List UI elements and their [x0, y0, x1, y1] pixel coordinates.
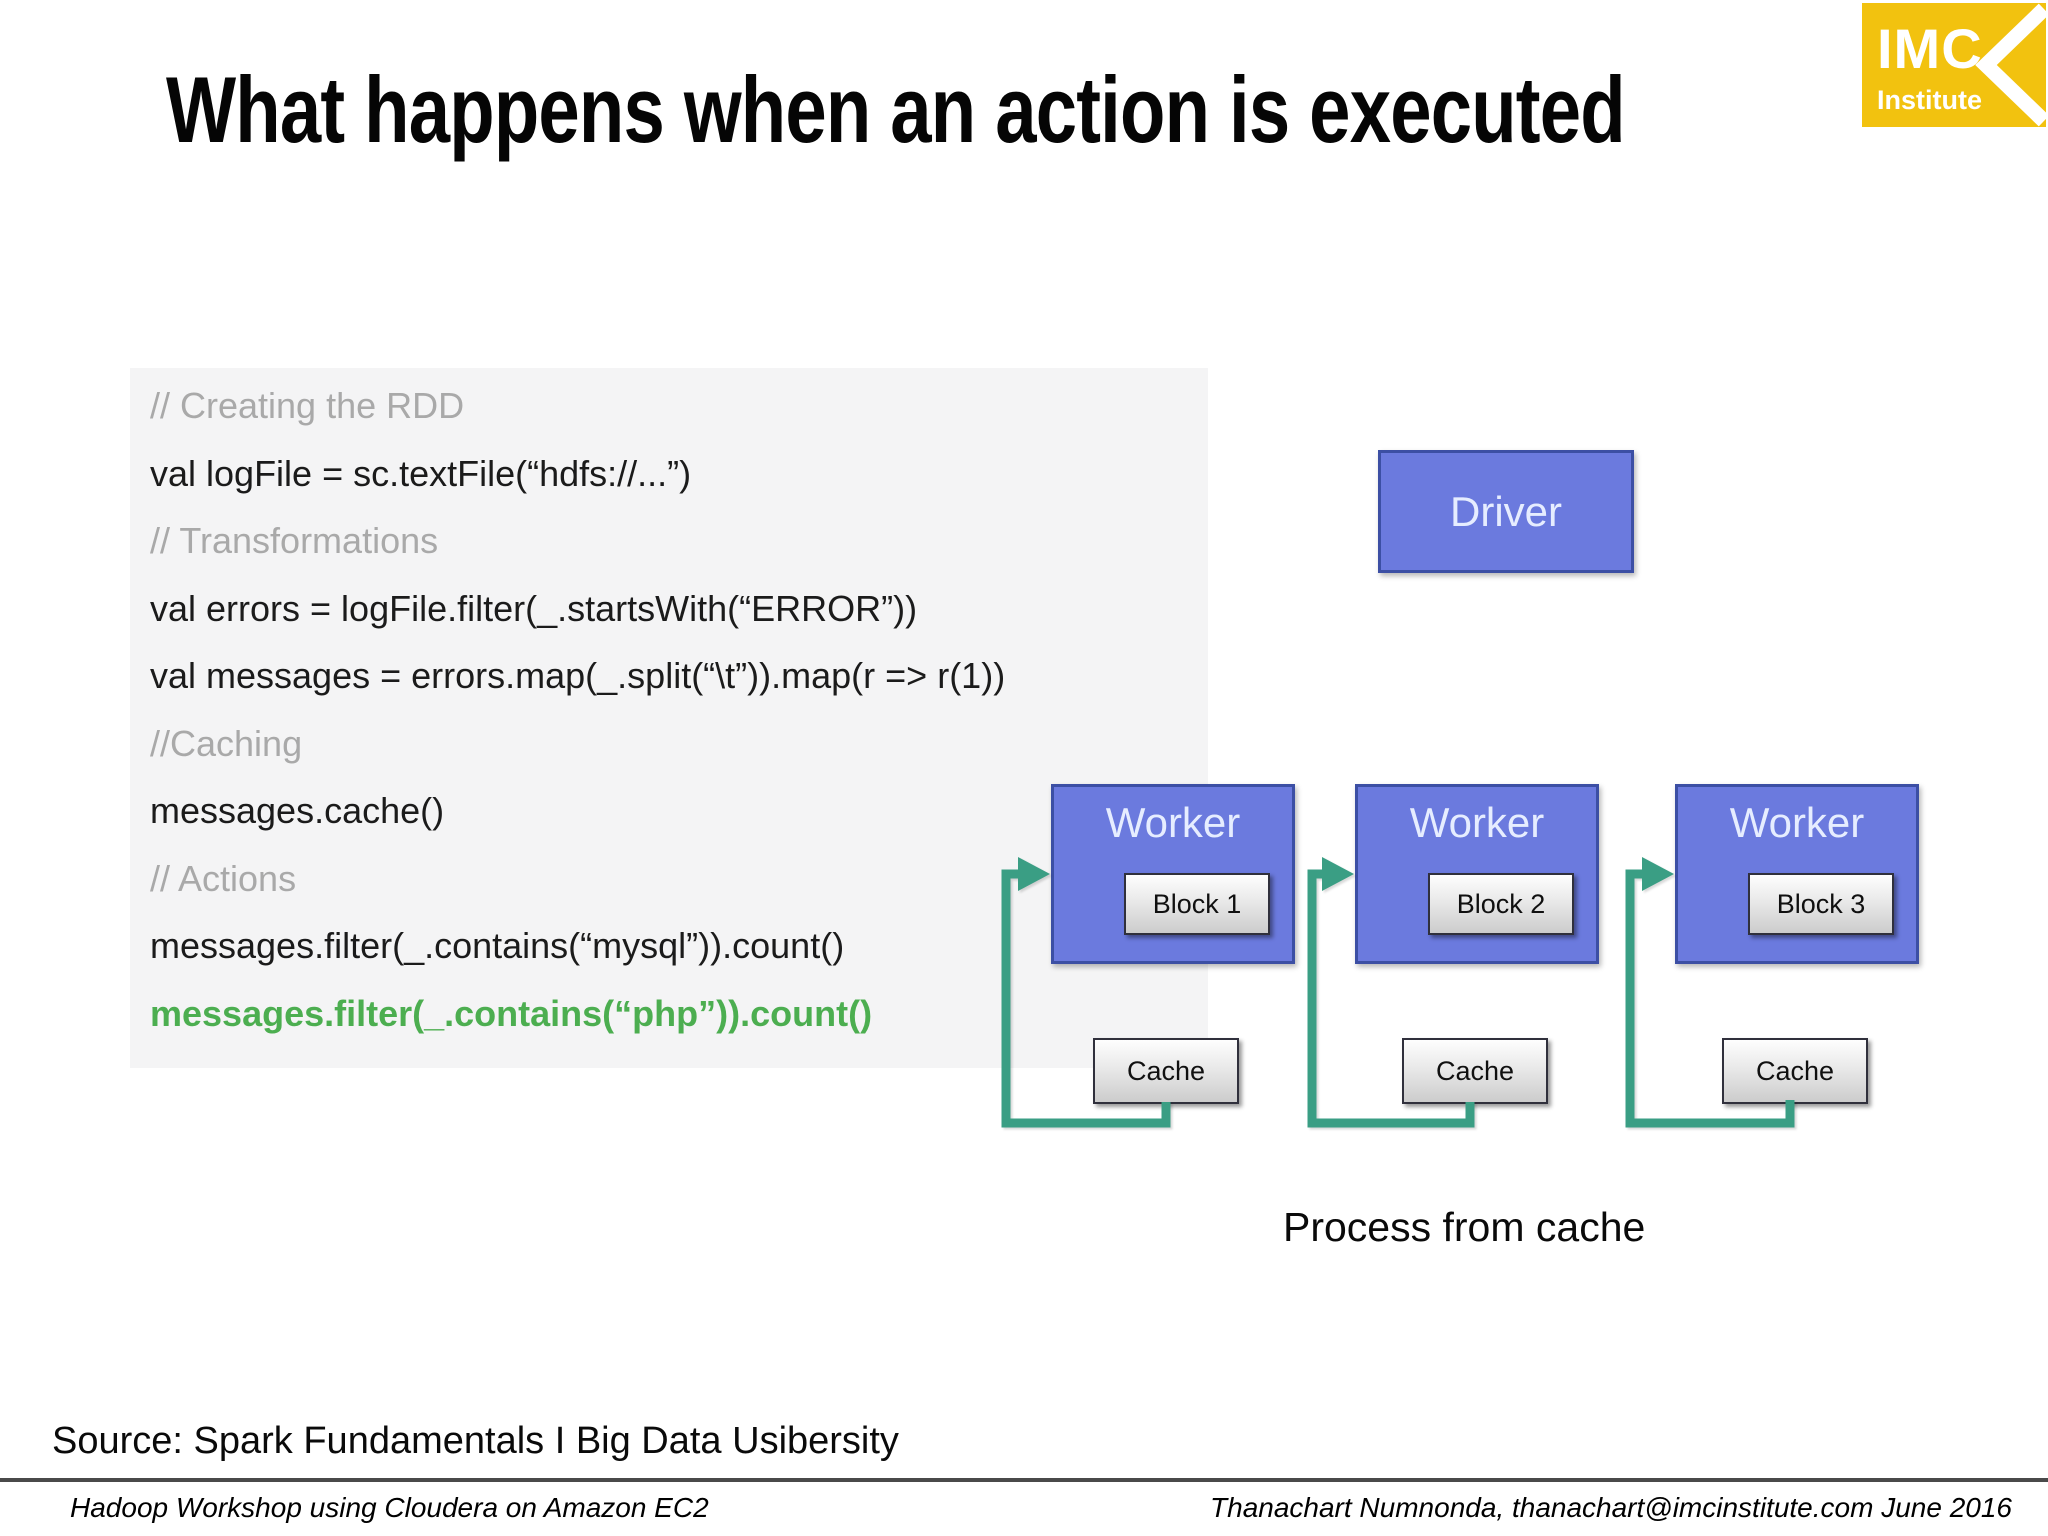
cache-box-3: Cache [1722, 1038, 1868, 1104]
block-box-3: Block 3 [1748, 873, 1894, 935]
worker-box-2: Worker Block 2 [1355, 784, 1599, 964]
code-line: val errors = logFile.filter(_.startsWith… [150, 587, 918, 629]
block-box-1: Block 1 [1124, 873, 1270, 935]
code-line: // Transformations [150, 520, 439, 561]
block-box-2: Block 2 [1428, 873, 1574, 935]
block-label: Block 3 [1776, 888, 1866, 919]
chevron-left-icon [1975, 3, 2046, 127]
code-line: messages.cache() [150, 790, 445, 831]
block-label: Block 1 [1152, 888, 1242, 919]
code-block: // Creating the RDD val logFile = sc.text… [150, 372, 1005, 1047]
code-line: // Creating the RDD [150, 385, 465, 426]
driver-box: Driver [1378, 450, 1634, 573]
footer-workshop-title: Hadoop Workshop using Cloudera on Amazon… [70, 1492, 709, 1523]
code-line: //Caching [150, 722, 303, 764]
source-note: Source: Spark Fundamentals I Big Data Us… [52, 1420, 899, 1462]
footer-divider [0, 1478, 2048, 1482]
code-line: messages.filter(_.contains(“mysql”)).cou… [150, 925, 845, 966]
logo-text-imc: IMC [1877, 17, 1983, 80]
worker-box-1: Worker Block 1 [1051, 784, 1295, 964]
driver-label: Driver [1450, 487, 1562, 535]
code-line: val messages = errors.map(_.split(“\t”))… [150, 655, 1006, 696]
page-title: What happens when an action is executed [166, 57, 1626, 162]
cache-label: Cache [1755, 1055, 1835, 1086]
worker-label: Worker [1409, 799, 1545, 846]
cache-label: Cache [1126, 1055, 1206, 1086]
imc-institute-logo: IMC Institute [1862, 3, 2046, 127]
code-line: messages.filter(_.contains(“php”)).count… [150, 992, 873, 1034]
cache-box-2: Cache [1402, 1038, 1548, 1104]
code-line: val logFile = sc.textFile(“hdfs://...”) [150, 452, 692, 494]
worker-box-3: Worker Block 3 [1675, 784, 1919, 964]
logo-text-institute: Institute [1877, 85, 1982, 115]
cache-box-1: Cache [1093, 1038, 1239, 1104]
cache-label: Cache [1435, 1055, 1515, 1086]
worker-label: Worker [1729, 799, 1865, 846]
code-line: // Actions [150, 857, 297, 899]
worker-label: Worker [1105, 799, 1241, 846]
block-label: Block 2 [1456, 888, 1546, 919]
footer-author-info: Thanachart Numnonda, thanachart@imcinsti… [1210, 1492, 2012, 1523]
diagram-caption: Process from cache [1283, 1204, 1646, 1250]
